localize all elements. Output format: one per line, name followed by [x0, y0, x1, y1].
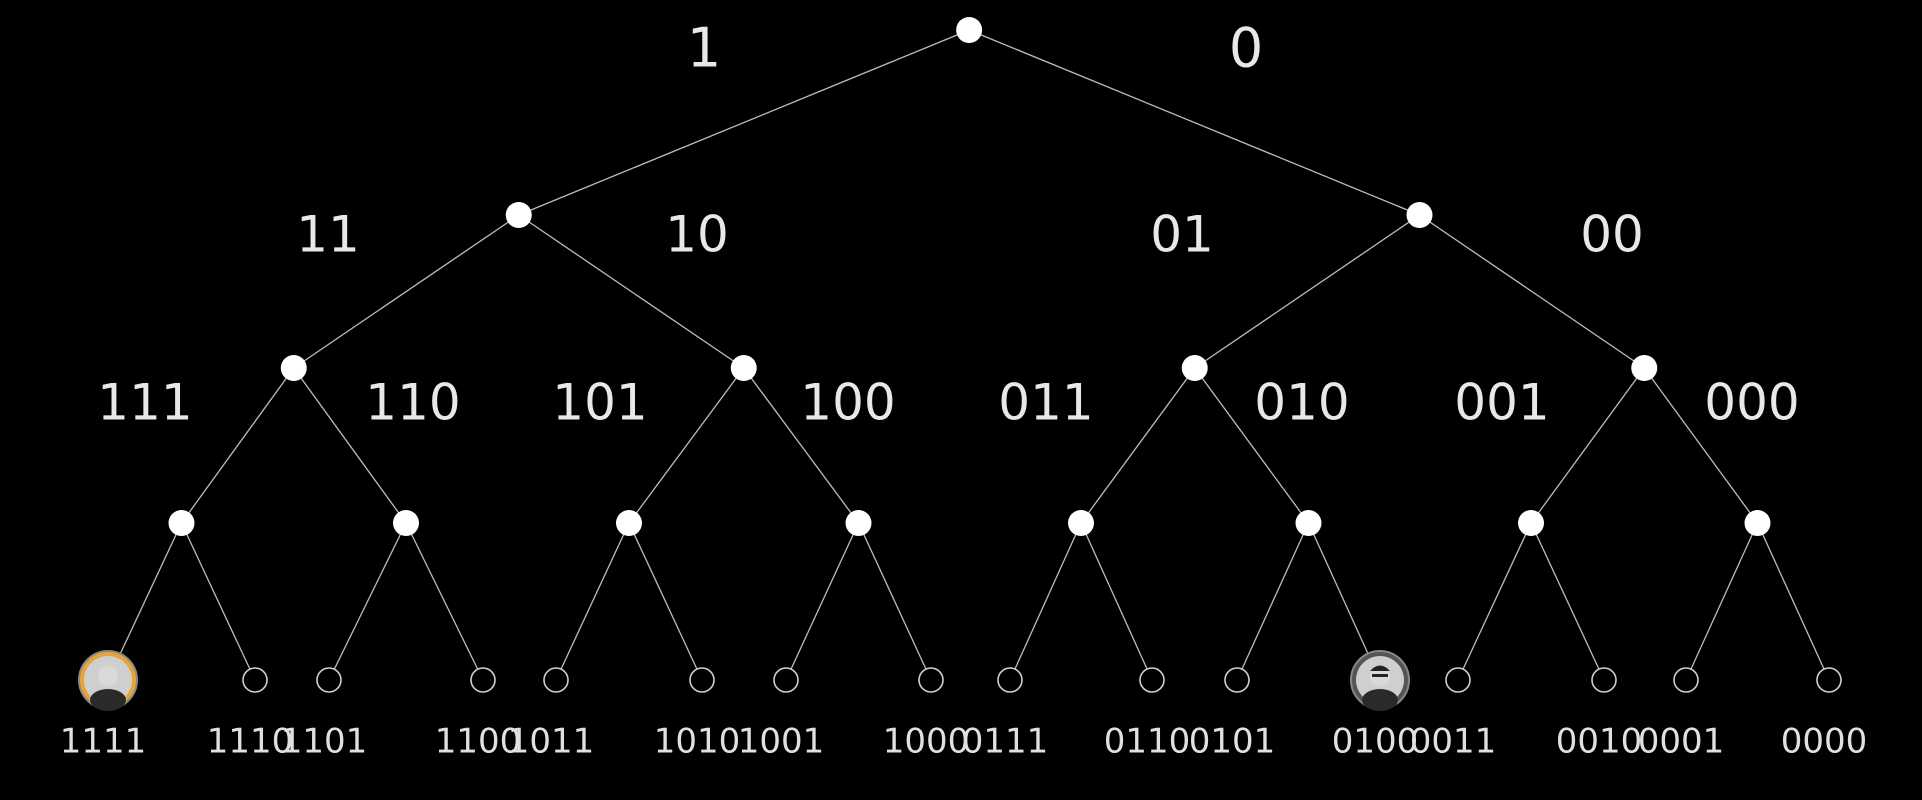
leaf-label: 0100: [1332, 722, 1419, 762]
tree-edge: [1194, 214, 1420, 369]
leaf-node: [689, 667, 715, 693]
tree-node: [505, 202, 532, 228]
tree-edge: [968, 29, 1420, 216]
tree-node: [1406, 202, 1433, 228]
tree-edge: [180, 367, 295, 524]
branch-label-010: 010: [1254, 374, 1349, 432]
leaf-label: 0000: [1781, 722, 1868, 762]
leaf-node: [1224, 667, 1250, 693]
leaf-label: 1101: [281, 722, 368, 762]
branch-label-01: 01: [1150, 206, 1214, 264]
leaf-node: [543, 667, 569, 693]
branch-label-100: 100: [800, 374, 895, 432]
tree-edge: [1080, 522, 1153, 681]
branch-label-001: 001: [1454, 374, 1549, 432]
tree-node: [168, 510, 195, 536]
tree-edge: [1080, 367, 1196, 524]
leaf-node: [1139, 667, 1165, 693]
tree-node: [1518, 510, 1544, 536]
leaf-node: [1445, 667, 1471, 693]
tree-edge: [405, 522, 484, 681]
branch-label-110: 110: [365, 374, 460, 432]
tree-node: [1068, 510, 1094, 536]
tree-edge: [293, 214, 520, 369]
branch-label-101: 101: [552, 374, 647, 432]
tree-node: [956, 17, 983, 43]
branch-label-11: 11: [296, 206, 360, 264]
leaf-label: 1001: [738, 722, 825, 762]
branch-label-10: 10: [665, 206, 729, 264]
tree-nodes: [78, 17, 1842, 711]
leaf-node: [242, 667, 268, 693]
tree-node: [393, 510, 419, 536]
tree-edge: [743, 367, 860, 524]
branch-label-00: 00: [1580, 206, 1644, 264]
leaf-label: 0111: [962, 722, 1049, 762]
tree-edge: [518, 214, 745, 369]
avatar-bald-man-icon: [78, 650, 138, 711]
leaf-node: [997, 667, 1023, 693]
tree-node: [1744, 510, 1771, 536]
leaf-label: 1111: [60, 722, 147, 762]
tree-edge: [293, 367, 407, 524]
tree-node: [1295, 510, 1322, 536]
tree-edge: [1009, 522, 1082, 681]
leaf-label: 1100: [435, 722, 522, 762]
leaf-label: 0010: [1556, 722, 1643, 762]
branch-label-1: 1: [687, 17, 721, 80]
leaf-node: [1591, 667, 1617, 693]
tree-edge: [328, 522, 407, 681]
tree-edge: [1530, 522, 1605, 681]
leaf-label: 1010: [654, 722, 741, 762]
tree-edge: [628, 522, 703, 681]
tree-edge: [180, 522, 256, 681]
tree-node: [1631, 355, 1658, 381]
leaf-node: [316, 667, 342, 693]
tree-node: [730, 355, 757, 381]
tree-edge: [857, 522, 932, 681]
leaf-label: 0001: [1638, 722, 1725, 762]
branch-label-0: 0: [1229, 17, 1263, 80]
leaf-label: 1110: [207, 722, 294, 762]
leaf-label: 1000: [883, 722, 970, 762]
leaf-node: [470, 667, 496, 693]
branch-label-011: 011: [998, 374, 1093, 432]
leaf-node: [1673, 667, 1699, 693]
leaf-label: 0110: [1104, 722, 1191, 762]
tree-edge: [1419, 214, 1645, 369]
tree-edge: [555, 522, 630, 681]
tree-edge: [1457, 522, 1532, 681]
tree-node: [280, 355, 307, 381]
leaf-node: [1816, 667, 1842, 693]
tree-edge: [518, 29, 970, 216]
tree-edge: [1685, 522, 1759, 681]
tree-node: [845, 510, 872, 536]
tree-edge: [1530, 367, 1645, 524]
tree-edge: [628, 367, 745, 524]
leaf-node: [773, 667, 799, 693]
tree-node: [616, 510, 642, 536]
tree-edge: [1194, 367, 1310, 524]
leaf-node: [918, 667, 944, 693]
tree-edge: [785, 522, 860, 681]
branch-label-000: 000: [1704, 374, 1799, 432]
tree-node: [1181, 355, 1208, 381]
tree-edges: [107, 29, 1830, 681]
tree-edge: [1643, 367, 1759, 524]
leaf-label: 0011: [1410, 722, 1497, 762]
leaf-label: 1011: [508, 722, 595, 762]
tree-edge: [1756, 522, 1830, 681]
leaf-label: 0101: [1189, 722, 1276, 762]
avatar-man-with-glasses-icon: [1350, 650, 1410, 711]
tree-edge: [1236, 522, 1310, 681]
branch-label-111: 111: [97, 374, 192, 432]
